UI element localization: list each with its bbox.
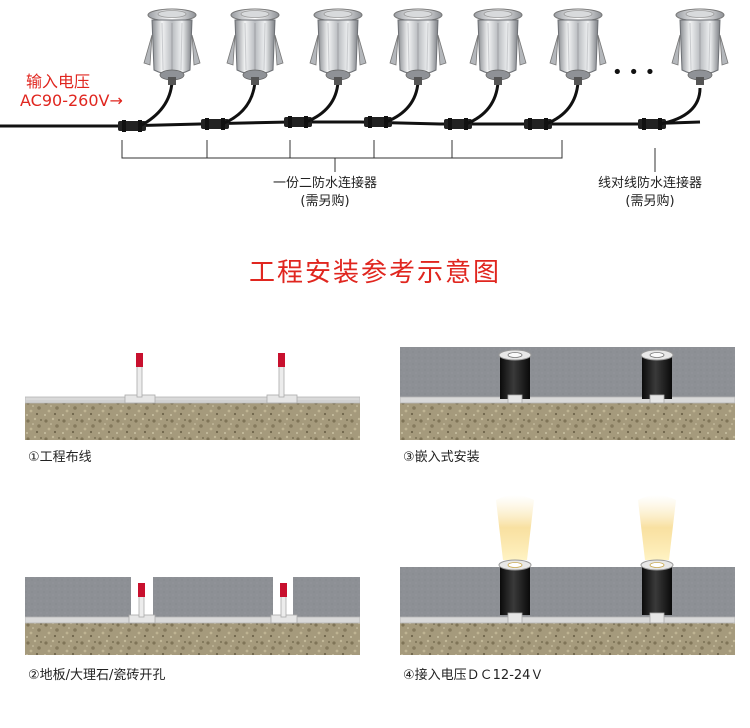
input-voltage-value: AC90-260V→ [20,91,123,110]
caption-wiring: ①工程布线 [28,450,92,465]
connector-a-note: (需另购) [300,194,350,209]
caption-floor-drilling: ②地板/大理石/瓷砖开孔 [28,668,166,683]
caption-connect-voltage: ④接入电压ＤＣ12-24Ｖ [403,668,544,683]
panel-connect-voltage [400,495,735,655]
input-voltage-label: 输入电压 AC90-260V→ [20,72,123,110]
embedded-stage-illustration [400,347,735,440]
caption-embedded-install: ③嵌入式安装 [403,450,480,465]
panel-embedded-install [400,345,735,440]
lamp-1 [143,8,201,86]
connector-b-note: (需另购) [625,194,675,209]
wiring-illustration: • • • [0,8,729,172]
lamp-4 [389,8,447,86]
wire-to-wire-connector-label: 线对线防水连接器 (需另购) [570,175,730,211]
input-voltage-title: 输入电压 [26,72,91,91]
panel-floor-drilling [25,495,360,655]
one-to-two-connector-label: 一份二防水连接器 (需另购) [250,175,400,211]
lamp-3 [309,8,367,86]
wiring-stage-illustration [25,353,360,440]
lamp-2 [226,8,284,86]
lit-stage-illustration [400,495,735,655]
ellipsis-text: • • • [612,62,655,83]
page-title: 工程安装参考示意图 [248,258,501,288]
lamp-7 [671,8,729,86]
lamp-6 [549,8,607,86]
drilling-stage-illustration [25,577,360,655]
panel-wiring [25,345,360,440]
connector-a-name: 一份二防水连接器 [272,176,377,191]
lamp-5 [469,8,527,86]
connector-b-name: 线对线防水连接器 [597,176,702,191]
wiring-diagram: • • • 输入电压 AC90-260V→ 一份二防水连接器 (需另购) 线对线… [0,0,750,230]
